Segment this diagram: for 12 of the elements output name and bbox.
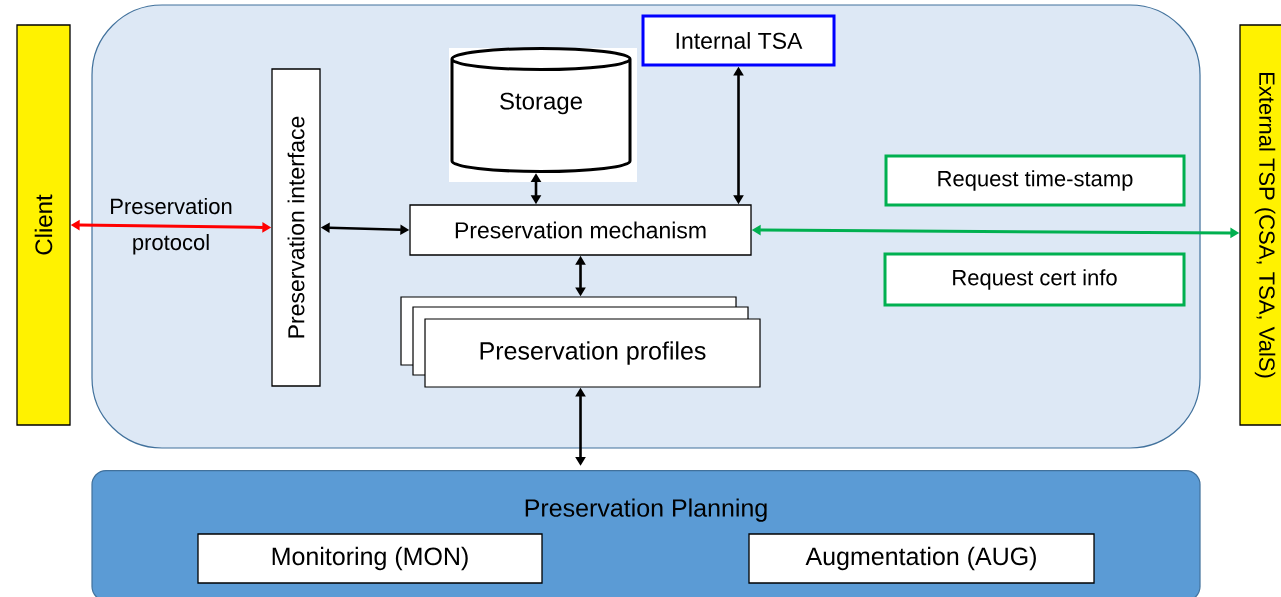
edge-label: Preservation protocol [111, 198, 232, 255]
module-box: Augmentation (AUG) [748, 533, 1095, 584]
interface-box: Preservation interface [271, 68, 321, 387]
tsa-box: Internal TSA [641, 14, 836, 67]
request-box: Request time-stamp [884, 154, 1186, 207]
external-tsp-bar: External TSP (CSA, TSA, ValS) [1239, 24, 1281, 426]
request-box: Request cert info [883, 252, 1186, 307]
storage-cylinder: Storage [449, 47, 637, 182]
client-bar: Client [16, 24, 71, 426]
mechanism-box: Preservation mechanism [409, 204, 752, 256]
profiles-stack: Preservation profiles [400, 296, 761, 388]
module-box: Monitoring (MON) [197, 533, 543, 584]
